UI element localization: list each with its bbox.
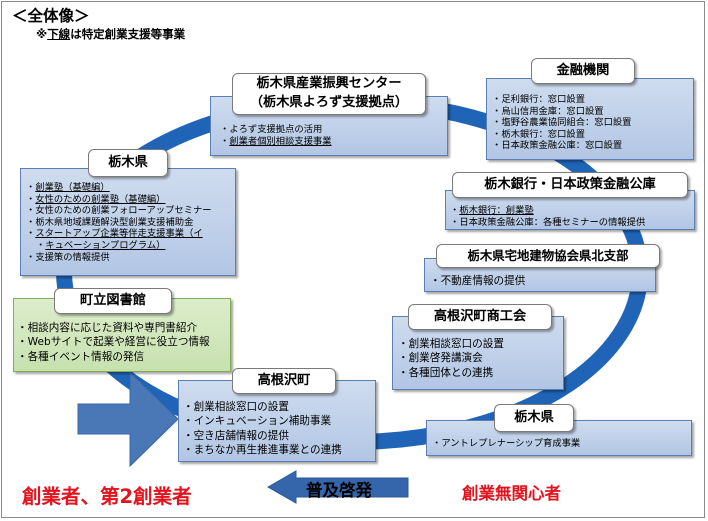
list-item: 足利銀行：窓口設置: [492, 94, 631, 106]
tochigi-ken2-list: アントレプレナーシップ育成事業: [432, 438, 580, 450]
list-item: 創業啓発講演会: [398, 351, 504, 365]
list-item-text: 栃木銀行：創業塾: [459, 205, 534, 216]
list-item: 相談内容に応じた資料や専門書紹介: [17, 321, 210, 335]
list-item: 女性のための創業フォローアップセミナー: [26, 205, 211, 217]
page-title: ＜全体像＞: [12, 7, 90, 25]
uninterested-label: 創業無関心者: [462, 484, 561, 503]
cycle-arrow: [77, 370, 179, 468]
library-list: 相談内容に応じた資料や専門書紹介 Webサイトで起業や経営に役立つ情報 各種イベ…: [17, 321, 210, 364]
town-title: 高根沢町: [232, 368, 336, 394]
list-item: 日本政策金融公庫：各種セミナーの情報提供: [450, 217, 645, 229]
list-item: 栃木銀行：窓口設置: [492, 129, 631, 141]
list-item: 各種団体との連携: [398, 366, 504, 380]
sangyo-center-list: よろず支援拠点の活用 創業者個別相談支援事業: [220, 124, 332, 148]
list-item-text: キュベーションプログラム）: [45, 239, 166, 251]
list-item: 烏山信用金庫：窓口設置: [492, 106, 631, 118]
list-item: 女性のための創業塾（基礎編）: [26, 194, 212, 206]
list-item: Webサイトで起業や経営に役立つ情報: [17, 335, 210, 349]
list-item-text: 創業塾（基礎編）: [35, 182, 110, 193]
list-item: まちなか再生推進事業との連携: [183, 443, 342, 457]
shokokai-list: 創業相談窓口の設置 創業啓発講演会 各種団体との連携: [398, 337, 504, 380]
list-item-text: スタートアップ企業等伴走支援事業（イ: [35, 228, 203, 240]
ginko-title: 栃木銀行・日本政策金融公庫: [452, 172, 688, 198]
fukyu-arrow: [266, 470, 409, 504]
target-entrepreneurs-label: 創業者、第2創業者: [22, 485, 192, 508]
list-item: 日本政策金融公庫：窓口設置: [492, 140, 631, 152]
fukyu-keihatsu-label: 普及啓発: [306, 481, 372, 500]
list-item: 創業相談窓口の設置: [183, 400, 342, 414]
sangyo-center-title-line2: （栃木県よろず支援拠点）: [249, 95, 409, 110]
list-item-continued: キュベーションプログラム）: [26, 240, 212, 252]
list-item-text: 創業者個別相談支援事業: [229, 135, 332, 147]
list-item: 栃木県地域課題解決型創業支援補助金: [26, 217, 212, 229]
legend-underlined: 下線: [47, 27, 71, 41]
tochigi-ken-title: 栃木県: [88, 149, 168, 177]
town-list: 創業相談窓口の設置 インキュベーション補助事業 空き店舗情報の提供 まちなか再生…: [183, 400, 342, 458]
takken-list: 不動産情報の提供: [430, 274, 526, 288]
sangyo-center-title-line1: 栃木県産業振興センター: [256, 76, 402, 91]
list-item: インキュベーション補助事業: [183, 414, 342, 428]
list-item: 栃木銀行：創業塾: [450, 205, 645, 217]
list-item: 創業者個別相談支援事業: [220, 135, 332, 148]
kinyu-title: 金融機関: [531, 58, 635, 84]
list-item: 不動産情報の提供: [430, 274, 526, 288]
ginko-list: 栃木銀行：創業塾 日本政策金融公庫：各種セミナーの情報提供: [450, 205, 645, 228]
library-title: 町立図書館: [54, 288, 172, 314]
list-item: 支援策の情報提供: [26, 252, 212, 264]
takken-title: 栃木県宅地建物協会県北支部: [436, 244, 660, 268]
legend-mark: ※: [36, 27, 48, 41]
list-item: アントレプレナーシップ育成事業: [432, 438, 580, 450]
list-item: 各種イベント情報の発信: [17, 350, 210, 364]
tochigi-ken-list: 創業塾（基礎編） 女性のための創業塾（基礎編） 女性のための創業フォローアップセ…: [26, 182, 212, 264]
list-item: スタートアップ企業等伴走支援事業（イ: [26, 228, 212, 240]
list-item: 塩野谷農業協同組合：窓口設置: [492, 117, 631, 129]
kinyu-list: 足利銀行：窓口設置 烏山信用金庫：窓口設置 塩野谷農業協同組合：窓口設置 栃木銀…: [492, 94, 631, 152]
list-item: 空き店舗情報の提供: [183, 429, 342, 443]
list-item: 創業相談窓口の設置: [398, 337, 504, 351]
legend-note: ※下線は特定創業支援等事業: [36, 26, 185, 42]
list-item: よろず支援拠点の活用: [220, 124, 332, 136]
shokokai-title: 高根沢町商工会: [408, 304, 552, 330]
list-item-text: 女性のための創業塾（基礎編）: [35, 193, 166, 205]
sangyo-center-title: 栃木県産業振興センター （栃木県よろず支援拠点）: [232, 73, 426, 115]
legend-text: は特定創業支援等事業: [70, 27, 186, 41]
tochigi-ken2-title: 栃木県: [494, 404, 574, 432]
list-item: 創業塾（基礎編）: [26, 182, 212, 194]
